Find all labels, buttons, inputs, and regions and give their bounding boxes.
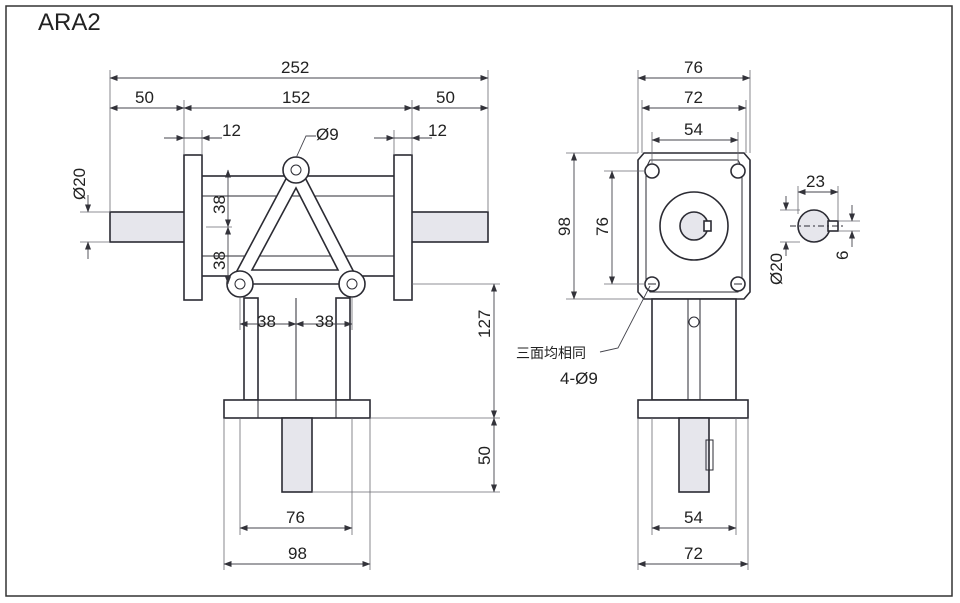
dim-height-127: 127: [475, 310, 494, 338]
dim-overall-width: 252: [281, 58, 309, 77]
base-plate: [223, 399, 371, 419]
side-view: 76 72 54 98 76 三面均相同 4-Ø9 54 72: [516, 58, 751, 570]
dim-side-height-98: 98: [555, 217, 574, 236]
front-view: 252 50 152 50 12 12 Ø9 Ø20 38 38: [70, 58, 500, 570]
right-flange: [393, 154, 413, 301]
side-column: [651, 298, 737, 401]
left-shaft: [109, 211, 187, 243]
output-shaft: [281, 417, 313, 493]
left-flange: [183, 154, 203, 301]
dim-base-76: 76: [286, 508, 305, 527]
corner-hole-tl: [644, 163, 660, 179]
dim-key-6: 6: [833, 251, 852, 260]
left-leg: [243, 297, 259, 401]
boss-left: [226, 270, 254, 298]
note-hole-count: 4-Ø9: [560, 369, 598, 388]
dim-side-bottom-72: 72: [684, 544, 703, 563]
dim-shaft-dia: Ø20: [70, 168, 89, 200]
dim-section-shaft-dia: Ø20: [767, 253, 786, 285]
dim-side-width-76: 76: [684, 58, 703, 77]
note-same-three-faces: 三面均相同: [516, 346, 586, 362]
dim-right-flange: 12: [428, 121, 447, 140]
shaft-section: 23 Ø20 6: [767, 172, 860, 285]
dim-bottom-right-38: 38: [315, 312, 334, 331]
drawing-title: ARA2: [38, 9, 101, 36]
dim-bottom-left-38: 38: [257, 312, 276, 331]
dim-left-flange: 12: [222, 121, 241, 140]
dim-shaft-50: 50: [475, 446, 494, 465]
boss-right: [338, 270, 366, 298]
dim-right-shaft: 50: [436, 88, 455, 107]
right-leg: [335, 297, 351, 401]
dim-upper-38: 38: [210, 195, 229, 214]
dim-base-98: 98: [288, 544, 307, 563]
drawing-frame: [5, 5, 953, 597]
dim-side-height-76: 76: [593, 217, 612, 236]
keyway: [703, 220, 712, 232]
dim-hole-dia: Ø9: [316, 125, 339, 144]
side-output-shaft: [678, 417, 710, 493]
dim-keyway-23: 23: [806, 172, 825, 191]
dim-body-width: 152: [282, 88, 310, 107]
dim-side-width-72: 72: [684, 88, 703, 107]
corner-hole-tr: [730, 163, 746, 179]
right-shaft: [409, 211, 489, 243]
dim-left-shaft: 50: [135, 88, 154, 107]
dim-side-width-54: 54: [684, 120, 703, 139]
dim-lower-38: 38: [210, 251, 229, 270]
boss-top: [282, 156, 310, 184]
side-base-plate: [637, 399, 749, 419]
dim-side-bottom-54: 54: [684, 508, 703, 527]
